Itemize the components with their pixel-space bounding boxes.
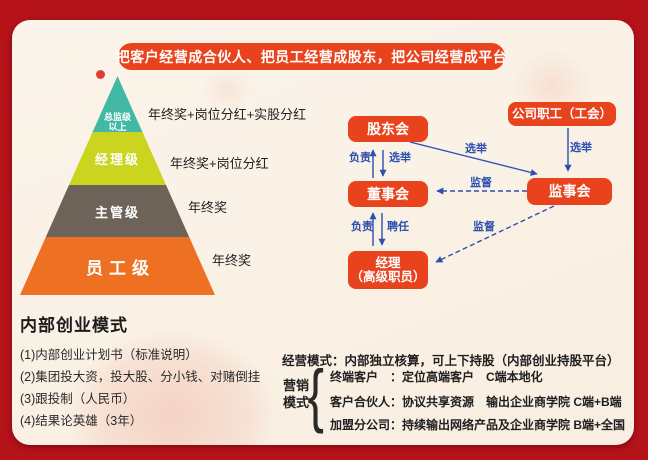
red-dot-decoration xyxy=(96,70,105,79)
content-panel: 把客户经营成合伙人、把员工经营成股东，把公司经营成平台 总监级 以上 经理级 主… xyxy=(12,20,634,445)
internal-model-item-3: (3)跟投制（人民币） xyxy=(20,392,136,406)
pyramid-level-supervisor-label: 主管级 xyxy=(94,204,140,220)
edge-label-appoint: 聘任 xyxy=(387,221,409,233)
internal-model-title: 内部创业模式 xyxy=(20,316,128,335)
edge-label-supervise-mid: 监督 xyxy=(470,177,492,189)
edge-label-responsible-top: 负责 xyxy=(349,152,371,164)
title-banner: 把客户经营成合伙人、把员工经营成股东，把公司经营成平台 xyxy=(116,43,507,70)
node-manager-line1: 经理 xyxy=(375,255,401,270)
node-shareholders-meeting: 股东会 xyxy=(348,116,428,142)
reward-employee: 年终奖 xyxy=(212,253,252,268)
marketing-brace: { xyxy=(307,355,324,436)
pyramid-level-director-label-line1: 总监级 xyxy=(103,112,131,122)
reward-manager: 年终奖+岗位分红 xyxy=(170,156,269,171)
node-supervisory-board: 监事会 xyxy=(527,178,612,205)
node-manager-line2: （高级职员） xyxy=(350,270,426,284)
internal-model-item-2: (2)集团投大资，投大股、分小钱、对赌倒挂 xyxy=(20,370,261,384)
node-board-of-directors: 董事会 xyxy=(348,181,428,207)
marketing-item-franchise-branches: 加盟分公司：持续输出网络产品及企业商学院 B端+全国 xyxy=(330,418,626,432)
marketing-model-label: 营销 模式 xyxy=(281,377,311,411)
edge-label-responsible-bottom: 负责 xyxy=(351,221,373,233)
operating-model-line: 经营模式：内部独立核算，可上下持股（内部创业持股平台） xyxy=(282,354,620,368)
pyramid-level-supervisor: 主管级 xyxy=(20,185,215,237)
edge-label-elect-top: 选举 xyxy=(389,152,411,164)
marketing-item-end-customers: 终端客户 ：定位高端客户 C端本地化 xyxy=(330,370,543,384)
pyramid-level-manager-label: 经理级 xyxy=(94,152,140,167)
reward-supervisor: 年终奖 xyxy=(188,200,228,215)
marketing-item-customer-partners: 客户合伙人：协议共享资源 输出企业商学院 C端+B端 xyxy=(330,395,622,409)
internal-model-item-1: (1)内部创业计划书（标准说明） xyxy=(20,348,198,362)
pyramid-level-director-label-line2: 以上 xyxy=(108,122,127,132)
pyramid-level-employee: 员工级 xyxy=(20,237,215,295)
edge-label-elect-diagonal: 选举 xyxy=(465,143,487,155)
marketing-model-label-line1: 营销 xyxy=(282,378,309,393)
marketing-model-label-line2: 模式 xyxy=(282,395,309,410)
internal-model-item-4: (4)结果论英雄（3年） xyxy=(20,414,143,428)
node-company-staff-union: 公司职工（工会） xyxy=(508,102,616,126)
reward-director: 年终奖+岗位分红+实股分红 xyxy=(148,107,307,122)
pyramid-level-employee-label: 员工级 xyxy=(86,258,155,278)
edge-label-elect-right: 选举 xyxy=(570,142,592,154)
edge-label-supervise-diagonal: 监督 xyxy=(473,221,495,233)
node-manager-senior-staff: 经理 （高级职员） xyxy=(348,251,428,289)
